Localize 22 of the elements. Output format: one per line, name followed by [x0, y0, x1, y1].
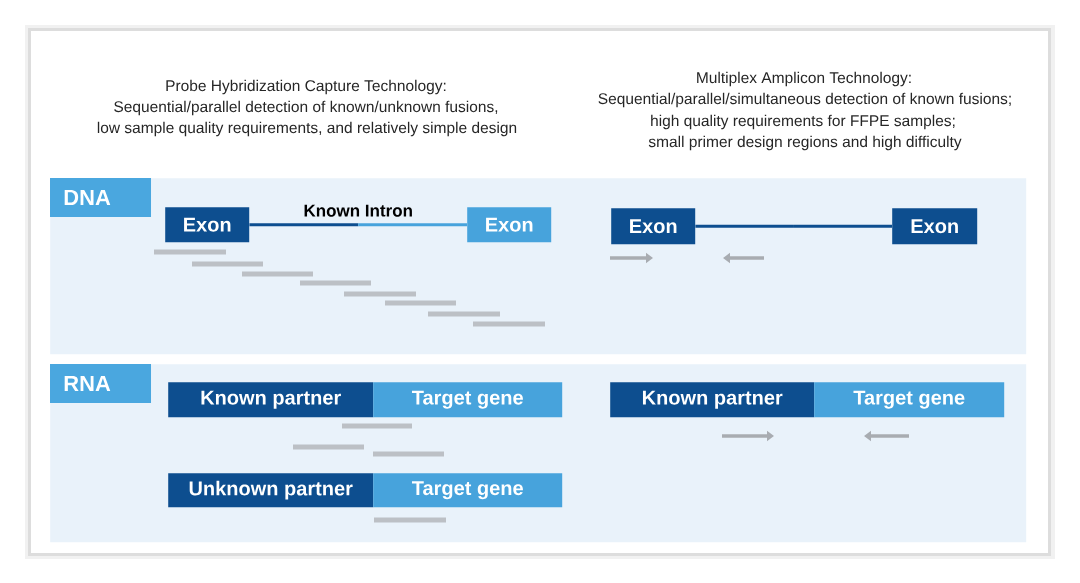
intron-line [249, 223, 467, 227]
description-text: Sequential/parallel detection of known/unknown fusions, [114, 100, 498, 116]
description-text: small primer design regions and high difficulty [648, 135, 962, 151]
gene-segment: Known partner [610, 382, 815, 418]
exon-box: Exon [892, 208, 978, 245]
description-text: Sequential/parallel/simultaneous detection of known fusions; [598, 92, 1011, 108]
column-heading: Multiplex Amplicon Technology: [697, 71, 911, 87]
exon-box: Exon [165, 207, 250, 243]
gene-segment: Target gene [373, 382, 563, 418]
gene-segment: Known partner [168, 382, 374, 418]
column-heading: Probe Hybridization Capture Technology: [166, 79, 446, 95]
exon-box: Exon [611, 208, 696, 245]
gene-segment: Target gene [373, 473, 563, 508]
gene-segment: Unknown partner [168, 473, 374, 508]
description-text: high quality requirements for FFPE samples; [651, 114, 955, 130]
section-tab: DNA [50, 178, 151, 217]
edge-label: Known Intron [301, 203, 415, 219]
section-tab: RNA [50, 364, 151, 403]
exon-box: Exon [467, 207, 552, 243]
intron-line [695, 224, 892, 228]
description-text: low sample quality requirements, and relatively simple design [97, 121, 517, 137]
gene-segment: Target gene [814, 382, 1005, 418]
